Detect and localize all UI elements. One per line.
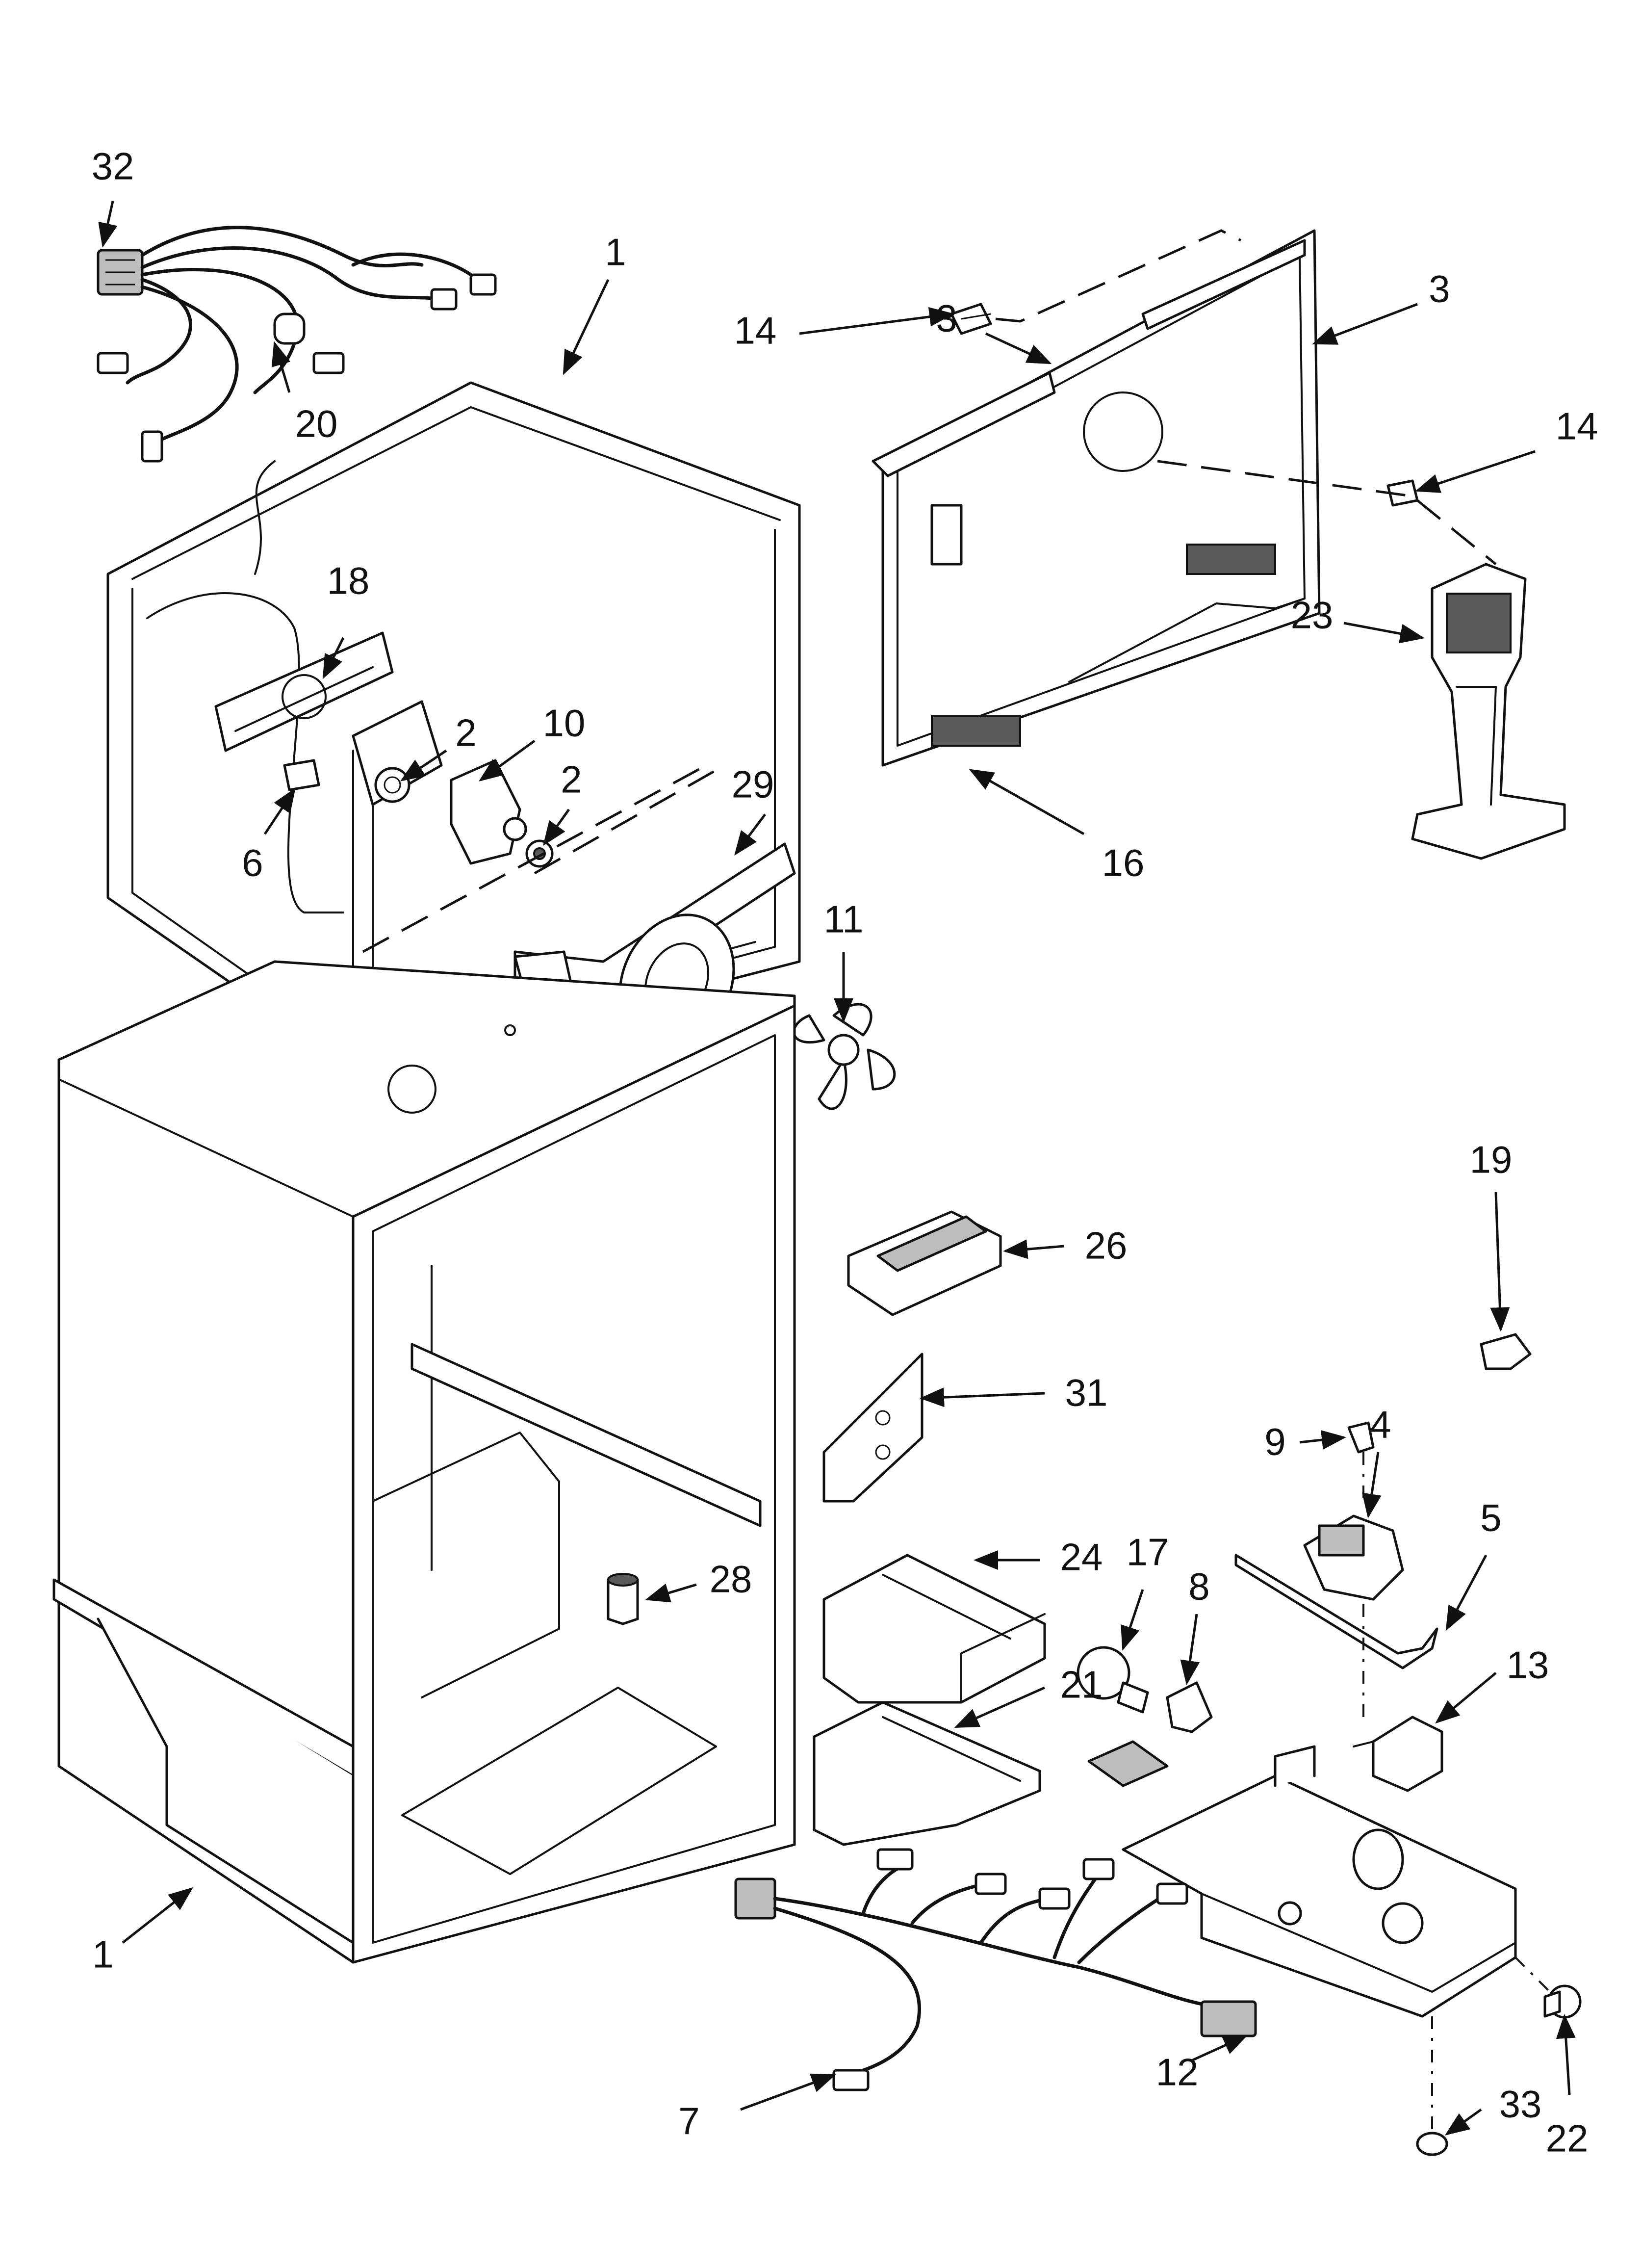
callout-11: 11 [824,898,864,941]
bulb-17 [1077,1646,1149,1714]
fresh-food-liner-1 [52,960,796,1964]
assembly-lines [362,229,1551,2129]
knob-2-lower [525,839,554,868]
cover-21 [813,1701,1041,1846]
callout-24: 24 [1060,1536,1103,1579]
callout-14-left: 14 [734,309,777,352]
plug-28 [607,1573,639,1625]
light-housing-12 [1122,1745,1517,2018]
callout-14-right: 14 [1556,405,1598,448]
screw-6 [283,759,320,791]
callout-29: 29 [732,763,774,806]
callout-labels: 32 20 1 14 3 3 14 23 18 2 10 2 6 29 16 1… [92,145,1598,2160]
callout-23: 23 [1291,594,1334,637]
shield-label [1087,1740,1169,1787]
transformer-4 [1303,1514,1404,1601]
callout-1-bottom: 1 [92,1933,113,1976]
freezer-liner-1 [106,381,801,1076]
socket-8 [1166,1681,1213,1733]
cover-24 [822,1554,1046,1704]
rear-panel-16 [881,229,1321,767]
callout-2-lower: 2 [561,758,582,801]
callout-3-right: 3 [1429,267,1450,311]
air-duct-23 [1411,563,1566,860]
tube-5 [1234,1554,1438,1669]
gasket-strip-3-right [1141,239,1306,330]
callout-20: 20 [295,402,338,445]
callout-33: 33 [1499,2083,1542,2126]
callout-5: 5 [1480,1496,1501,1539]
plate-31 [822,1353,924,1503]
knob-22 [1543,1984,1582,2019]
callout-21: 21 [1060,1663,1103,1706]
control-26 [847,1210,1002,1316]
callout-9: 9 [1264,1420,1285,1463]
callout-10: 10 [543,702,586,745]
callout-16: 16 [1102,841,1145,885]
callout-3-left: 3 [936,297,957,340]
callout-8: 8 [1188,1565,1209,1608]
screw-14-left [950,303,992,335]
callout-13: 13 [1507,1643,1549,1687]
control-housing [352,700,443,806]
callout-17: 17 [1127,1531,1169,1574]
callout-4: 4 [1370,1403,1391,1446]
clip-19 [1480,1333,1532,1370]
callout-7: 7 [678,2100,699,2143]
callout-19: 19 [1470,1138,1513,1181]
callout-6: 6 [242,841,263,885]
callout-31: 31 [1065,1371,1108,1414]
leader-lines [98,201,1576,2136]
callout-18: 18 [327,559,370,602]
callout-12: 12 [1156,2051,1199,2094]
knob-2-upper [374,767,410,803]
callout-28: 28 [710,1558,752,1601]
nut-33 [1416,2132,1448,2156]
wiring-harness-32 [97,226,497,463]
gasket-strip-3-left [872,371,1056,477]
switch-13 [1353,1716,1443,1792]
callout-26: 26 [1085,1224,1128,1267]
callout-1-top: 1 [605,231,626,274]
wiring-harness-7 [734,1848,1257,2091]
callout-2-upper: 2 [455,711,476,755]
callout-22: 22 [1546,2117,1589,2160]
screw-9 [1347,1421,1375,1454]
fan-blade-11 [793,1003,896,1110]
callout-32: 32 [92,145,134,188]
